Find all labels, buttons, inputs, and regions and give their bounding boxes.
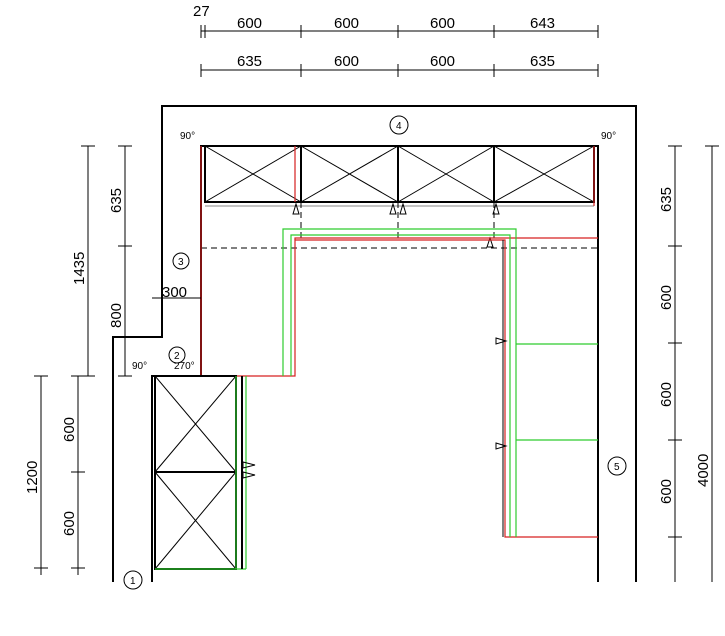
angle-corner-inner: 90° <box>132 361 147 372</box>
dim-left-635: 635 <box>108 188 125 213</box>
marker-5: 5 <box>614 462 620 473</box>
top-dimension-row-1: 27 600 600 600 643 <box>193 3 599 38</box>
dim-left-800: 800 <box>108 303 125 328</box>
dim-top2-c: 600 <box>430 53 455 70</box>
angle-corner-270: 270° <box>174 361 195 372</box>
dim-top2-d: 635 <box>530 53 555 70</box>
dim-top2-a: 635 <box>237 53 262 70</box>
left-dimensions: 1435 635 800 300 1200 600 600 <box>24 145 201 575</box>
dim-top1-prefix: 27 <box>193 3 210 20</box>
wall-markers: 1 2 3 4 5 <box>123 115 627 590</box>
angle-top-right: 90° <box>601 131 616 142</box>
dim-right-600-b: 600 <box>658 382 675 407</box>
right-dimensions: 635 600 600 600 4000 <box>658 145 719 582</box>
top-wall-cabinets <box>204 145 595 248</box>
angle-top-left: 90° <box>180 131 195 142</box>
base-cabinets <box>200 146 598 538</box>
dim-right-600-a: 600 <box>658 285 675 310</box>
marker-1: 1 <box>130 576 136 587</box>
dim-top1-b: 600 <box>334 15 359 32</box>
dim-left-600-b: 600 <box>61 511 78 536</box>
dim-left-600-a: 600 <box>61 417 78 442</box>
angle-labels: 90° 90° 90° 270° <box>132 131 616 372</box>
dim-left-1435: 1435 <box>71 252 88 285</box>
dim-left-300: 300 <box>162 284 187 301</box>
dim-right-600-c: 600 <box>658 479 675 504</box>
dim-top2-b: 600 <box>334 53 359 70</box>
marker-4: 4 <box>396 121 402 132</box>
dim-top1-d: 643 <box>530 15 555 32</box>
top-dimension-row-2: 635 600 600 635 <box>200 53 599 77</box>
left-lower-cabinets <box>154 375 256 570</box>
marker-2: 2 <box>174 351 180 362</box>
dim-top1-a: 600 <box>237 15 262 32</box>
dim-left-1200: 1200 <box>24 461 41 494</box>
marker-3: 3 <box>178 257 184 268</box>
dim-top1-c: 600 <box>430 15 455 32</box>
dim-right-4000: 4000 <box>695 454 712 487</box>
dim-right-635: 635 <box>658 187 675 212</box>
